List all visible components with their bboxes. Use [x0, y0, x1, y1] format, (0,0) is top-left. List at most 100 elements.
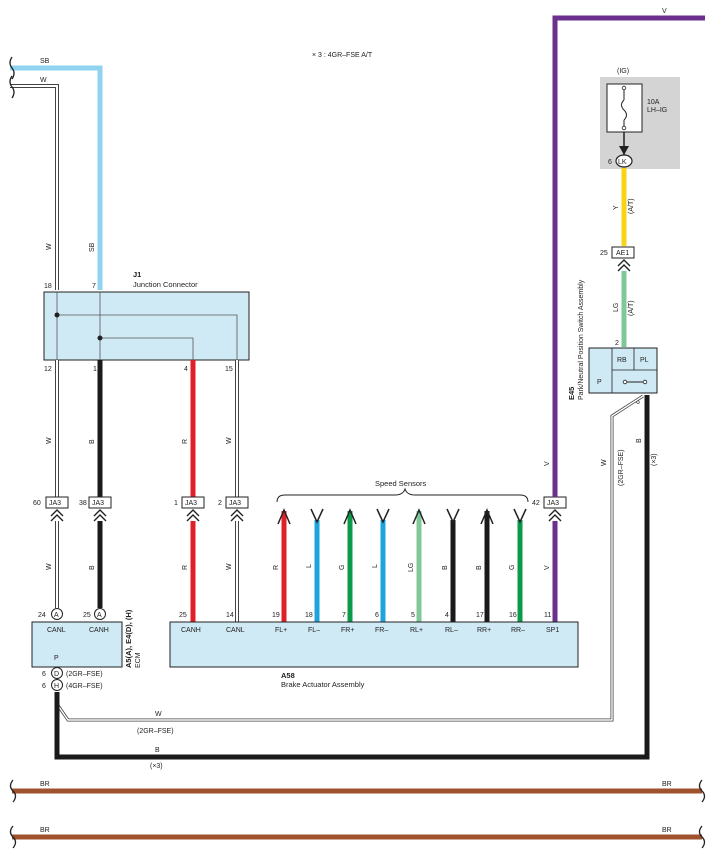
br-label-left: BR: [40, 781, 50, 788]
e45-id: E45: [567, 387, 576, 400]
svg-text:RR–: RR–: [511, 627, 525, 634]
a58-name: Brake Actuator Assembly: [281, 680, 365, 689]
ecm-ground-pin: 6: [42, 671, 46, 678]
wire-b-e45: [54, 395, 650, 760]
fuse-name: LH–IG: [647, 107, 667, 114]
wire-label-r: R: [182, 439, 189, 444]
j1-splice-dot: [97, 335, 103, 341]
svg-text:7: 7: [342, 612, 346, 619]
sensor-wire-label: G: [339, 565, 346, 570]
ecm-conn-a-label: A: [54, 612, 59, 619]
bottom-wire-label-b: B: [155, 747, 160, 754]
sensor-wire-fl-plus: [277, 508, 291, 622]
speed-sensors-brace: [276, 487, 529, 503]
svg-text:JA3: JA3: [92, 500, 104, 507]
svg-text:2: 2: [218, 500, 222, 507]
engine-note: × 3 : 4GR–FSE A/T: [312, 52, 373, 59]
svg-text:25: 25: [179, 612, 187, 619]
wire-label-r: R: [182, 565, 189, 570]
ecm-canl: CANL: [47, 627, 66, 634]
j1-pin-4: 4: [184, 366, 188, 373]
ecm-ground-note: (4GR–FSE): [66, 683, 103, 690]
ecm-conn-h-label: H: [54, 683, 59, 690]
ja3-connector-1: 1 JA3: [174, 496, 205, 509]
break-symbol-br: [9, 825, 17, 849]
svg-text:RR+: RR+: [477, 627, 491, 634]
wire-label-b: B: [89, 439, 96, 444]
wire-label-y: Y: [613, 205, 620, 210]
ecm-ground-pin: 6: [42, 683, 46, 690]
j1-internal-wiring: [56, 292, 238, 360]
j1-pin-7: 7: [92, 283, 96, 290]
sensor-wire-label: B: [476, 565, 483, 570]
sensor-wire-rr-minus: [513, 508, 527, 622]
wire-label-2gr-e45: (2GR–FSE): [618, 449, 625, 486]
ecm-id: A5(A), E4(D), (H): [124, 609, 133, 668]
sensor-wire-label: R: [273, 565, 280, 570]
ecm-name: ECM: [135, 652, 142, 668]
br-label-left: BR: [40, 827, 50, 834]
a58-id: A58: [281, 671, 295, 680]
ecm-conn-a-label: A: [97, 612, 102, 619]
a58-pin-numbers: 25 14 19 18 7 6 5 4 17 16 11: [179, 612, 551, 619]
e45-name: Park/Neutral Position Switch Assembly: [578, 279, 585, 400]
sensor-wire-label: L: [372, 564, 379, 568]
ecm-conn-h: [51, 679, 63, 691]
e45-park-neutral-switch: [588, 347, 658, 394]
switch-contact-icon: [622, 379, 648, 385]
svg-text:5: 5: [411, 612, 415, 619]
ecm-p: P: [54, 655, 59, 662]
svg-text:18: 18: [305, 612, 313, 619]
svg-text:JA3: JA3: [185, 500, 197, 507]
br-label-right: BR: [662, 827, 672, 834]
wire-label-lg-at: (A/T): [628, 300, 635, 316]
svg-text:42: 42: [532, 500, 540, 507]
e45-pl: PL: [640, 357, 649, 364]
ecm-conn-a: [51, 608, 63, 620]
ja3-connector-42: 42 JA3: [532, 496, 567, 509]
svg-text:CANH: CANH: [181, 627, 201, 634]
ecm-conn-d: [51, 667, 63, 679]
wire-label-w-top: W: [40, 77, 47, 84]
svg-text:JA3: JA3: [229, 500, 241, 507]
svg-text:SP1: SP1: [546, 627, 559, 634]
bottom-wire-note-2gr: (2GR–FSE): [137, 728, 174, 735]
j1-pin-18: 18: [44, 283, 52, 290]
j1-name: Junction Connector: [133, 280, 198, 289]
sensor-wire-label: G: [509, 565, 516, 570]
sensor-wire-fl-minus: [310, 508, 324, 622]
svg-text:FR+: FR+: [341, 627, 354, 634]
svg-text:17: 17: [476, 612, 484, 619]
j1-pin-1: 1: [93, 366, 97, 373]
wire-label-v: V: [544, 565, 551, 570]
break-symbol-br: [9, 779, 17, 803]
j1-splice-dot: [54, 312, 60, 318]
wire-label-y-at: (A/T): [628, 198, 635, 214]
ecm-ground-note: (2GR–FSE): [66, 671, 103, 678]
ig-label: (IG): [617, 68, 629, 75]
break-symbol-sb: [9, 56, 15, 80]
wire-label-w-e45: W: [601, 459, 608, 466]
j1-pin-15: 15: [225, 366, 233, 373]
ja3-connector-2: 2 JA3: [218, 496, 249, 509]
ae1-chevron-symbol: [617, 259, 631, 272]
lk-pin: 6: [608, 159, 612, 166]
wire-label-w: W: [226, 563, 233, 570]
sensor-wire-fr-plus: [343, 508, 357, 622]
svg-text:RL+: RL+: [410, 627, 423, 634]
svg-text:1: 1: [174, 500, 178, 507]
svg-text:6: 6: [375, 612, 379, 619]
e45-pin-bottom: 6: [636, 399, 640, 406]
a58-pin-labels: CANH CANL FL+ FL– FR+ FR– RL+ RL– RR+ RR…: [181, 627, 559, 634]
e45-pin-top: 2: [615, 340, 619, 347]
wire-label-w-vert: W: [46, 243, 53, 250]
wire-label-w: W: [46, 437, 53, 444]
e45-rb: RB: [617, 357, 627, 364]
sensor-wire-label: B: [442, 565, 449, 570]
wire-label-lg: LG: [613, 303, 620, 312]
wire-label-w: W: [46, 563, 53, 570]
speed-sensors-title: Speed Sensors: [375, 479, 427, 488]
svg-text:16: 16: [509, 612, 517, 619]
svg-text:FL–: FL–: [308, 627, 320, 634]
